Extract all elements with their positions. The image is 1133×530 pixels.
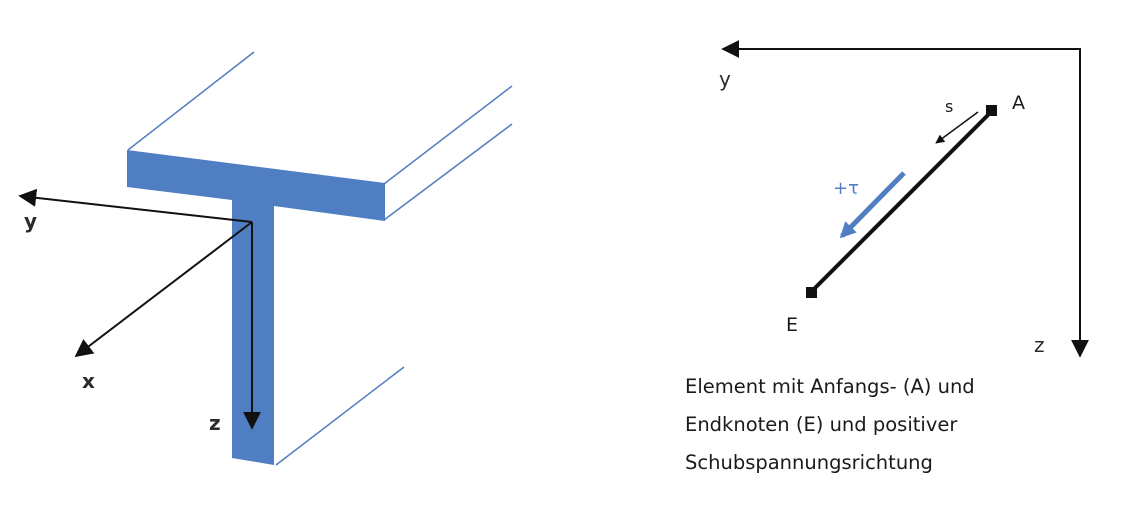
caption-line-3: Schubspannungsrichtung <box>685 451 933 474</box>
s-label: s <box>945 97 953 116</box>
node-a-marker <box>986 105 997 116</box>
left-x-axis <box>74 221 253 358</box>
left-axis-z-label: z <box>209 411 221 435</box>
right-axes <box>721 40 1089 358</box>
caption-line-2: Endknoten (E) und positiver <box>685 413 958 436</box>
t-beam-figure: y x z <box>18 51 513 466</box>
node-e-label: E <box>786 314 798 336</box>
t-section-face <box>127 150 385 465</box>
element-figure: y z A E s +τ <box>719 40 1089 358</box>
left-y-axis <box>18 188 253 223</box>
left-axis-x-label: x <box>82 369 95 393</box>
shear-stress-arrow <box>839 171 906 239</box>
left-axes <box>18 188 261 430</box>
figure-caption: Element mit Anfangs- (A) und Endknoten (… <box>685 368 1115 482</box>
node-e-marker <box>806 287 817 298</box>
right-axis-z-label: z <box>1034 333 1045 357</box>
s-direction-arrow <box>935 111 979 144</box>
right-axis-y-label: y <box>719 67 731 91</box>
element-line <box>809 109 994 294</box>
left-axis-y-label: y <box>24 209 37 233</box>
shear-stress-label: +τ <box>833 178 859 199</box>
beam-outline <box>127 51 513 466</box>
node-a-label: A <box>1012 92 1025 114</box>
caption-line-1: Element mit Anfangs- (A) und <box>685 375 975 398</box>
